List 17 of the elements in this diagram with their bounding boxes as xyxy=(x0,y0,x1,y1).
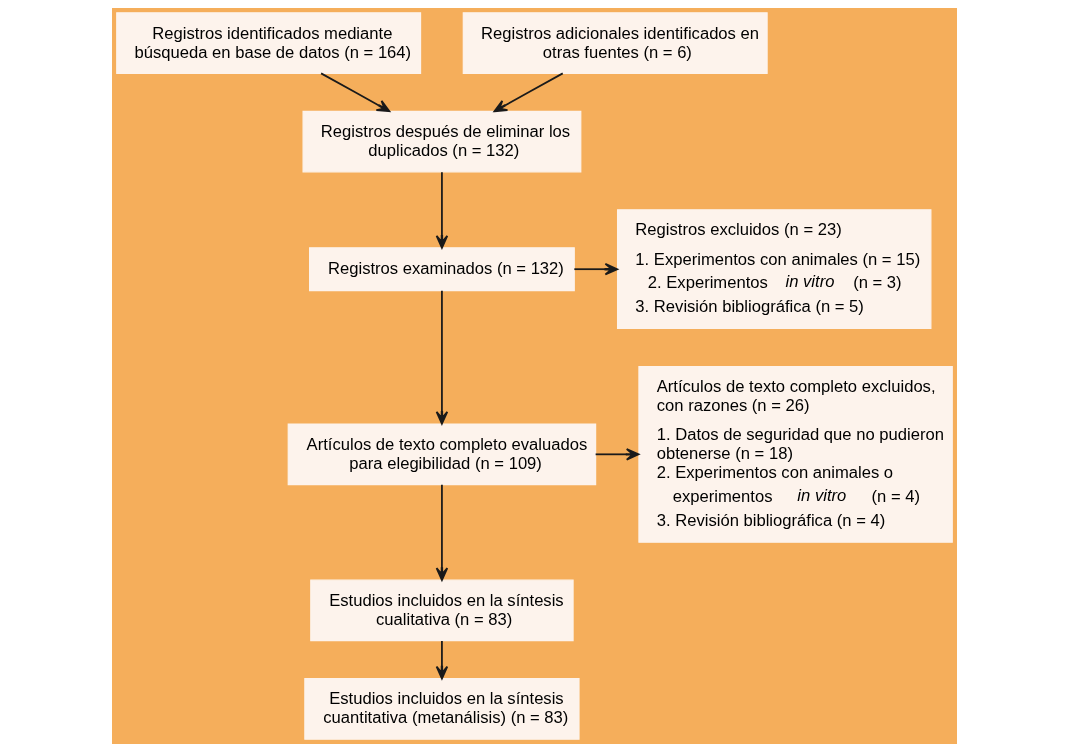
node-box: Registros examinados (n = 132) xyxy=(309,247,575,292)
arrow xyxy=(435,289,449,425)
node-box: Registros excluidos (n = 23) 1. Experimentos con animales (n = 15) 2. Experimentos in vitro (n = 3) 3. Revisión bibliográfica (n = 5) xyxy=(617,209,932,330)
node-box: Artículos de texto completo evaluados para elegibilidad (n = 109) xyxy=(287,423,597,486)
arrow xyxy=(320,72,391,113)
arrow xyxy=(573,262,619,276)
node-box: Registros identificados mediante búsqueda en base de datos (n = 164) xyxy=(116,12,422,74)
arrow xyxy=(594,448,640,461)
arrow xyxy=(493,72,564,113)
arrow xyxy=(435,483,449,581)
node-box: Estudios incluidos en la síntesis cuantitativa (metanálisis) (n = 83) xyxy=(304,678,580,740)
node-box: Artículos de texto completo excluidos, con razones (n = 26) 1. Datos de seguridad que no pudieron obtenerse (n = 18) 2. Experimentos con animales o experimentos in vitro (n = 4) 3. Revisión bibliográfica (n = 4) xyxy=(638,365,953,543)
node-box: Estudios incluidos en la síntesis cualitativa (n = 83) xyxy=(310,579,574,642)
node-box: Registros adicionales identificados en otras fuentes (n = 6) xyxy=(462,12,768,74)
node-box: Registros después de eliminar los duplicados (n = 132) xyxy=(302,110,582,173)
arrow xyxy=(435,171,449,249)
arrow xyxy=(435,640,449,680)
